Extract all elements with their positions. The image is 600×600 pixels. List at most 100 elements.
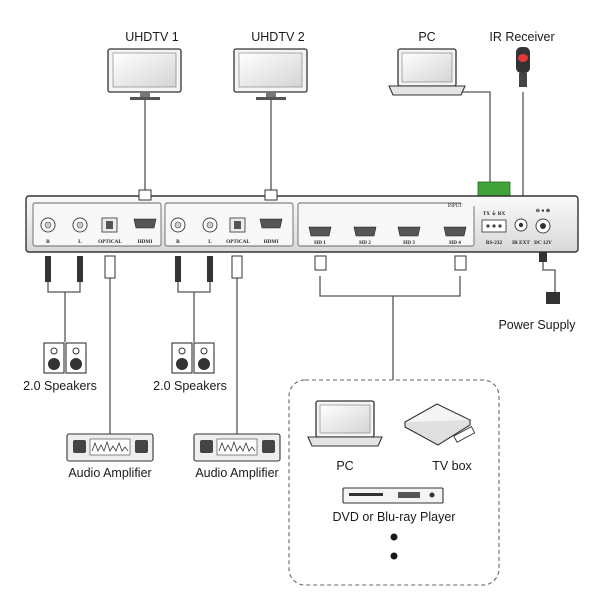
more-dot (390, 533, 398, 541)
laptop-base (388, 85, 466, 96)
tv-screen (112, 52, 177, 88)
laptop-screen (401, 52, 453, 83)
amp-display (216, 438, 258, 456)
port-label-optical: OPTICAL (98, 239, 122, 245)
dc-plug (539, 252, 547, 262)
rca-plug (45, 256, 51, 282)
player-display (398, 492, 420, 498)
amplifier-2: Audio Amplifier (193, 433, 281, 480)
rs232-pin (492, 224, 496, 228)
amplifier-1-label: Audio Amplifier (68, 466, 151, 480)
tv-base (130, 97, 160, 100)
port-label-hd2: HD 2 (359, 240, 371, 246)
port-label-r: R (176, 239, 180, 245)
hdmi-plug (314, 255, 327, 271)
speaker-tweeter (178, 347, 186, 355)
dc-label: DC 12V (534, 240, 552, 246)
port-label-hdmi: HDMI (138, 239, 153, 245)
ir-receiver: IR Receiver (489, 30, 555, 87)
pc-top-label: PC (418, 30, 435, 44)
tv-screen (238, 52, 303, 88)
hdmi-in-port-4 (443, 226, 467, 237)
disc-player-icon (342, 487, 444, 504)
speaker-woofer (176, 358, 188, 370)
uhdtv2-label: UHDTV 2 (251, 30, 305, 44)
tv-stand (266, 92, 276, 98)
power-supply-label: Power Supply (498, 318, 576, 332)
rca-plug (207, 256, 213, 282)
rs232-pin (498, 224, 502, 228)
uhdtv1: UHDTV 1 (107, 30, 182, 100)
port-label-r: R (46, 239, 50, 245)
ir-plug (519, 73, 527, 87)
speakers-1-label: 2.0 Speakers (23, 379, 97, 393)
amp-knob (262, 440, 275, 453)
cable-speakers-2a (177, 282, 211, 293)
amplifier-1: Audio Amplifier (66, 433, 154, 480)
amp-meter (91, 440, 129, 453)
remote-icon (453, 426, 476, 443)
port-label-l: L (208, 239, 212, 245)
input-label-bg (461, 202, 475, 206)
rca-inner (44, 221, 52, 229)
amp-knob (73, 440, 86, 453)
hdmi-out-port-2 (259, 218, 283, 229)
optical-socket (106, 221, 113, 229)
amp-display (89, 438, 131, 456)
hdmi-out-port-1 (133, 218, 157, 229)
rca-inner (206, 221, 214, 229)
amp-meter (218, 440, 256, 453)
power-adapter-icon (546, 292, 560, 304)
optical-plug (104, 255, 116, 279)
rca-plug (175, 256, 181, 282)
more-dot (390, 552, 398, 560)
port-label-hdmi: HDMI (264, 239, 279, 245)
ir-sensor-dot (518, 54, 528, 62)
port-label-optical: OPTICAL (226, 239, 250, 245)
ir-ext-label: IR EXT (512, 240, 530, 246)
optical-socket (234, 221, 241, 229)
source-player-label: DVD or Blu-ray Player (333, 510, 456, 524)
dc-socket (540, 223, 546, 229)
speaker-woofer (198, 358, 210, 370)
cable-pc-rs232 (458, 91, 491, 182)
rca-inner (174, 221, 182, 229)
tv-base (256, 97, 286, 100)
port-label-hd3: HD 3 (403, 240, 415, 246)
player-button (429, 492, 435, 498)
ir-ext-socket (518, 222, 524, 228)
cable-inputs (319, 276, 461, 297)
speakers-2-label: 2.0 Speakers (153, 379, 227, 393)
speakers-1: 2.0 Speakers (23, 342, 97, 393)
amplifier-2-label: Audio Amplifier (195, 466, 278, 480)
tv-stand (140, 92, 150, 98)
speaker-woofer (48, 358, 60, 370)
laptop-base (307, 436, 383, 447)
rs232-pin (486, 224, 490, 228)
hdmi-in-port-1 (308, 226, 332, 237)
tv-box-side (404, 420, 471, 446)
source-pc-label: PC (336, 459, 353, 473)
input-panel (297, 202, 475, 247)
hdmi-plug (264, 189, 278, 201)
amp-knob (135, 440, 148, 453)
hdmi-plug (138, 189, 152, 201)
hdmi-plug (454, 255, 467, 271)
source-devices: PC TV box DVD or Blu-ray Player (288, 379, 500, 586)
pc-top: PC (388, 30, 466, 96)
switcher-device: INPUT R L OPTICAL HDMI R L OPTICAL HDMI … (25, 195, 579, 253)
port-label-l: L (78, 239, 82, 245)
hdmi-in-port-2 (353, 226, 377, 237)
laptop-screen (319, 404, 371, 434)
speaker-woofer (70, 358, 82, 370)
speakers-2: 2.0 Speakers (153, 342, 227, 393)
source-group-frame (288, 379, 500, 586)
plugs (45, 189, 560, 304)
rs232-label: RS-232 (486, 240, 503, 246)
hdmi-in-port-3 (397, 226, 421, 237)
rca-plug (77, 256, 83, 282)
input-label: INPUT (448, 204, 463, 209)
speaker-tweeter (72, 347, 80, 355)
rca-inner (76, 221, 84, 229)
